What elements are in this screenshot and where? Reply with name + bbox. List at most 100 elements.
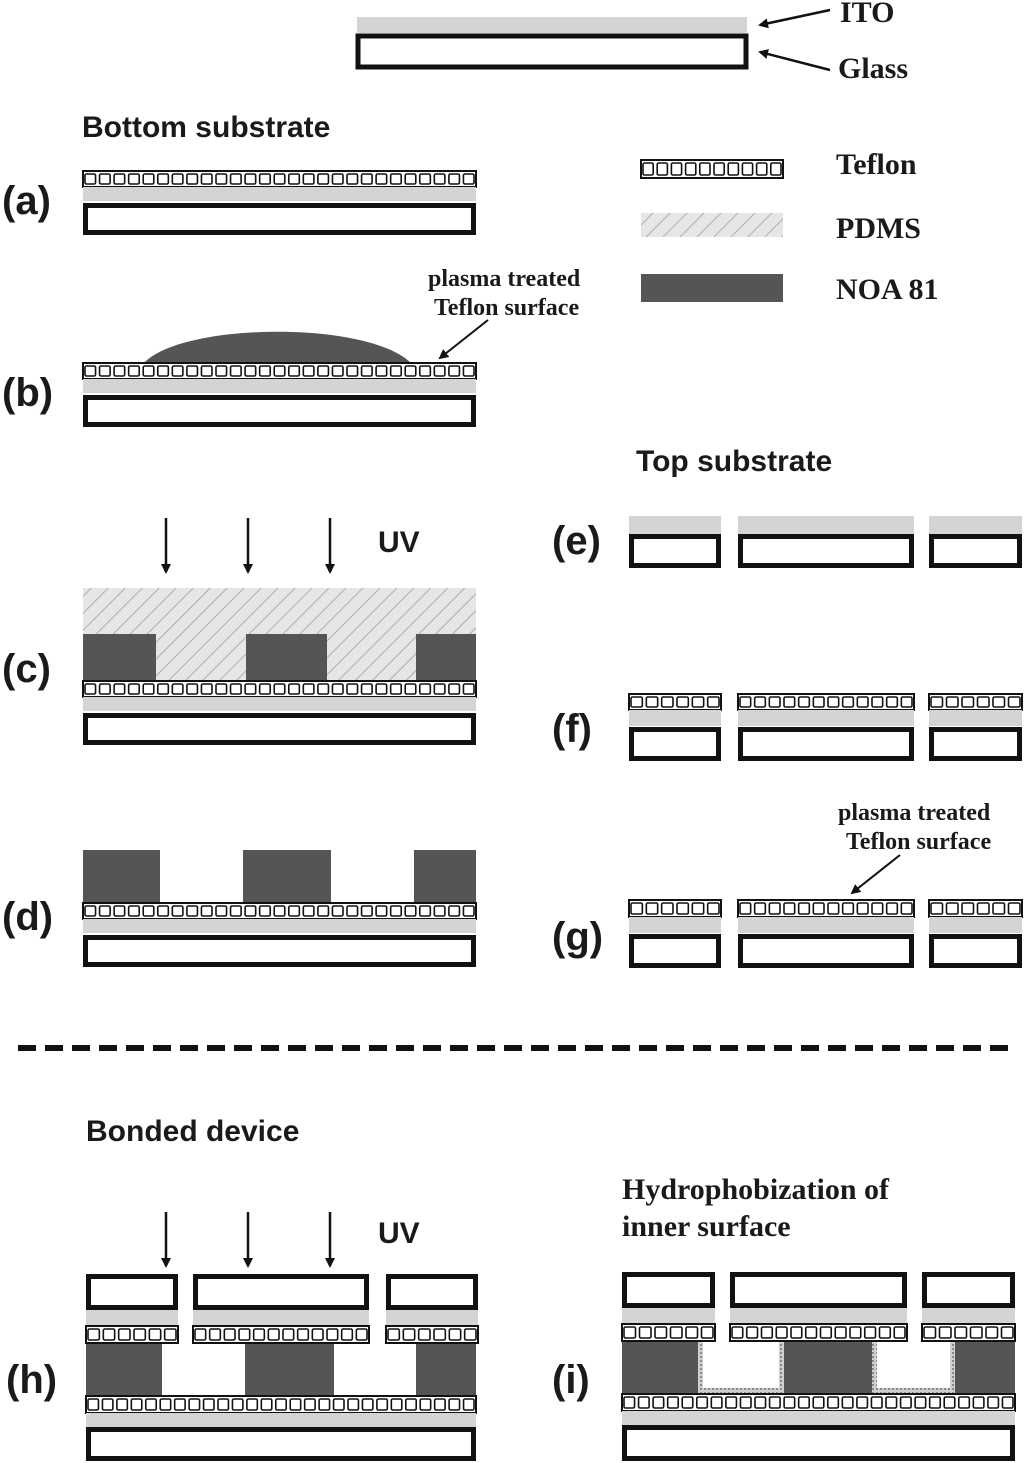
teflon-cell	[870, 1396, 883, 1409]
teflon-cell	[361, 1398, 374, 1411]
ito-layer	[730, 1308, 907, 1324]
teflon-cell	[797, 696, 811, 708]
teflon-cell	[433, 905, 446, 917]
teflon-cell	[841, 902, 855, 915]
legend-pdms-swatch	[641, 213, 783, 237]
teflon-cell	[375, 173, 388, 185]
teflon-cell	[84, 683, 97, 695]
teflon-cell	[229, 683, 242, 695]
teflon-cell	[215, 365, 228, 377]
noa-pillar	[83, 634, 156, 680]
ito-layer	[83, 697, 476, 711]
teflon-cell	[360, 365, 373, 377]
teflon-cell	[783, 902, 796, 915]
teflon-cell	[171, 173, 184, 185]
teflon-cell	[841, 696, 855, 708]
bonded-device-title: Bonded device	[86, 1115, 299, 1148]
teflon-cell	[930, 696, 944, 708]
teflon-cell	[188, 1398, 201, 1411]
teflon-cell	[957, 1396, 971, 1409]
teflon-cell	[318, 1398, 331, 1411]
teflon-cell	[433, 365, 446, 377]
step-label-c: (c)	[2, 647, 51, 691]
teflon-cell	[753, 696, 767, 708]
teflon-cell	[992, 696, 1006, 708]
teflon-cell	[244, 905, 257, 917]
teflon-cell	[238, 1328, 251, 1341]
teflon-cell	[87, 1398, 100, 1411]
teflon-cell	[826, 1396, 840, 1409]
teflon-cell	[630, 902, 644, 915]
teflon-cell	[433, 683, 446, 695]
diagram-step-a	[82, 170, 477, 235]
teflon-cell	[375, 683, 388, 695]
teflon-cell	[900, 696, 913, 708]
teflon-cell	[755, 162, 768, 176]
uv-arrows-h	[161, 1212, 335, 1268]
diagram-step-h	[85, 1274, 479, 1461]
teflon-cell	[462, 905, 475, 917]
teflon-cell	[389, 173, 403, 185]
ito-layer	[929, 917, 1022, 933]
teflon-cell	[669, 1326, 683, 1339]
teflon-cell	[317, 173, 330, 185]
teflon-cell	[402, 1328, 416, 1341]
teflon-cell	[768, 1396, 781, 1409]
ito-layer	[193, 1310, 369, 1326]
teflon-cell	[273, 905, 286, 917]
teflon-cell	[812, 1396, 825, 1409]
hydrophobic-coating	[698, 1388, 784, 1394]
legend-noa-label: NOA 81	[836, 273, 939, 306]
ito-arrow	[758, 8, 831, 29]
teflon-cell	[899, 1396, 912, 1409]
glass-layer	[929, 534, 1022, 568]
teflon-cell	[346, 905, 359, 917]
glass-layer	[929, 934, 1022, 968]
noa-spacer	[245, 1344, 334, 1396]
noa-droplet	[143, 331, 412, 364]
ito-layer	[738, 917, 914, 933]
teflon-cell	[375, 905, 388, 917]
teflon-cell	[739, 902, 752, 915]
teflon-cell	[418, 905, 432, 917]
teflon-cell	[156, 683, 170, 695]
teflon-cell	[645, 696, 659, 708]
teflon-cell	[790, 1326, 803, 1339]
teflon-cell	[893, 1326, 906, 1339]
teflon-cell	[156, 365, 170, 377]
teflon-cell	[267, 1328, 280, 1341]
teflon-cell	[871, 902, 884, 915]
teflon-cell	[938, 1326, 952, 1339]
diagram-step-f	[628, 693, 1023, 761]
teflon-cell	[885, 696, 899, 708]
teflon-cell	[987, 1396, 1000, 1409]
glass-layer	[629, 534, 721, 568]
teflon-cell	[856, 1396, 869, 1409]
teflon-cell	[433, 1398, 446, 1411]
teflon-cell	[660, 696, 674, 708]
teflon-cell	[961, 902, 975, 915]
teflon-cell	[302, 365, 315, 377]
step-label-g: (g)	[552, 915, 603, 959]
hydrophobic-coating	[872, 1342, 877, 1394]
teflon-cell	[200, 365, 213, 377]
teflon-cell	[404, 1398, 418, 1411]
teflon-cell	[332, 1398, 345, 1411]
teflon-cell	[215, 173, 228, 185]
teflon-cell	[260, 1398, 273, 1411]
teflon-cell	[217, 1398, 230, 1411]
teflon-cell	[768, 696, 781, 708]
ito-layer	[386, 1310, 478, 1326]
teflon-cell	[961, 696, 975, 708]
teflon-cell	[148, 1328, 162, 1341]
step-label-e: (e)	[552, 519, 601, 563]
teflon-cell	[302, 683, 315, 695]
hydrophobic-coating	[872, 1388, 955, 1394]
glass-arrow	[758, 49, 831, 72]
teflon-cell	[347, 1398, 360, 1411]
teflon-cell	[317, 365, 330, 377]
diagram-step-b	[82, 331, 477, 427]
teflon-cell	[713, 162, 725, 176]
teflon-cell	[404, 365, 417, 377]
ito-layer	[86, 1310, 178, 1326]
